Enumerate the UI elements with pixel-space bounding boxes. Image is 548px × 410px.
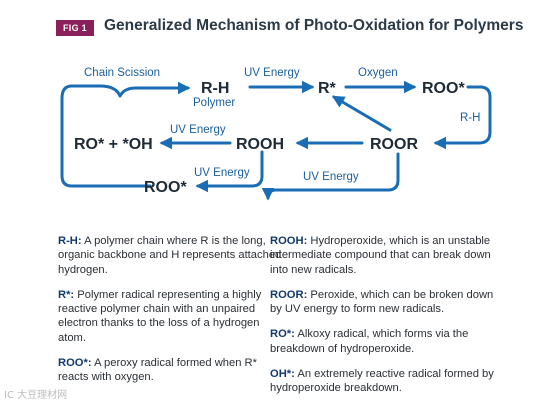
definition-rh: R-H: A polymer chain where R is the long… xyxy=(58,235,282,276)
definition-ro: RO*: Alkoxy radical, which forms via the… xyxy=(270,328,469,355)
definition-roo: ROO*: A peroxy radical formed when R* re… xyxy=(58,357,257,384)
label-oxygen: Oxygen xyxy=(358,67,398,79)
label-rh-right: R-H xyxy=(460,112,480,124)
node-roo-top: ROO* xyxy=(422,80,465,97)
figure-title: Generalized Mechanism of Photo-Oxidation… xyxy=(104,17,524,34)
definition-oh: OH*: An extremely reactive radical forme… xyxy=(270,368,494,395)
node-rh: R-H xyxy=(201,80,229,97)
node-roor: ROOR xyxy=(370,136,418,153)
node-rooh: ROOH xyxy=(236,136,284,153)
arrow-roo-to-roor xyxy=(433,85,492,150)
definition-rstar: R*: Polymer radical representing a highl… xyxy=(58,288,262,344)
node-rstar: R* xyxy=(318,80,337,97)
watermark: IC 大豆理材网 xyxy=(4,390,68,401)
definition-rooh: ROOH: Hydroperoxide, which is an unstabl… xyxy=(270,235,491,276)
definitions-left: R-H: A polymer chain where R is the long… xyxy=(58,234,282,396)
arrow-roor-down xyxy=(261,152,400,201)
node-ro-oh: RO* + *OH xyxy=(74,136,153,153)
label-chain-scission: Chain Scission xyxy=(84,67,160,79)
node-roo-bottom: ROO* xyxy=(144,179,187,196)
node-rh-subtitle: Polymer xyxy=(193,97,235,109)
label-uv-lower-right: UV Energy xyxy=(303,171,359,183)
mechanism-diagram: R-H Polymer R* ROO* RO* + *OH ROOH ROOR … xyxy=(60,67,492,201)
definition-roor: ROOR: Peroxide, which can be broken down… xyxy=(270,288,494,316)
arrow-roor-to-rstar xyxy=(331,95,392,132)
label-uv-middle: UV Energy xyxy=(170,124,226,136)
figure-badge: FIG 1 xyxy=(56,20,94,36)
label-uv-top: UV Energy xyxy=(244,67,300,79)
arrow-rooh-to-roo-bottom xyxy=(195,150,264,193)
definitions-right: ROOH: Hydroperoxide, which is an unstabl… xyxy=(270,234,494,407)
arrow-chain-scission xyxy=(60,81,191,188)
label-uv-lower-left: UV Energy xyxy=(194,167,250,179)
